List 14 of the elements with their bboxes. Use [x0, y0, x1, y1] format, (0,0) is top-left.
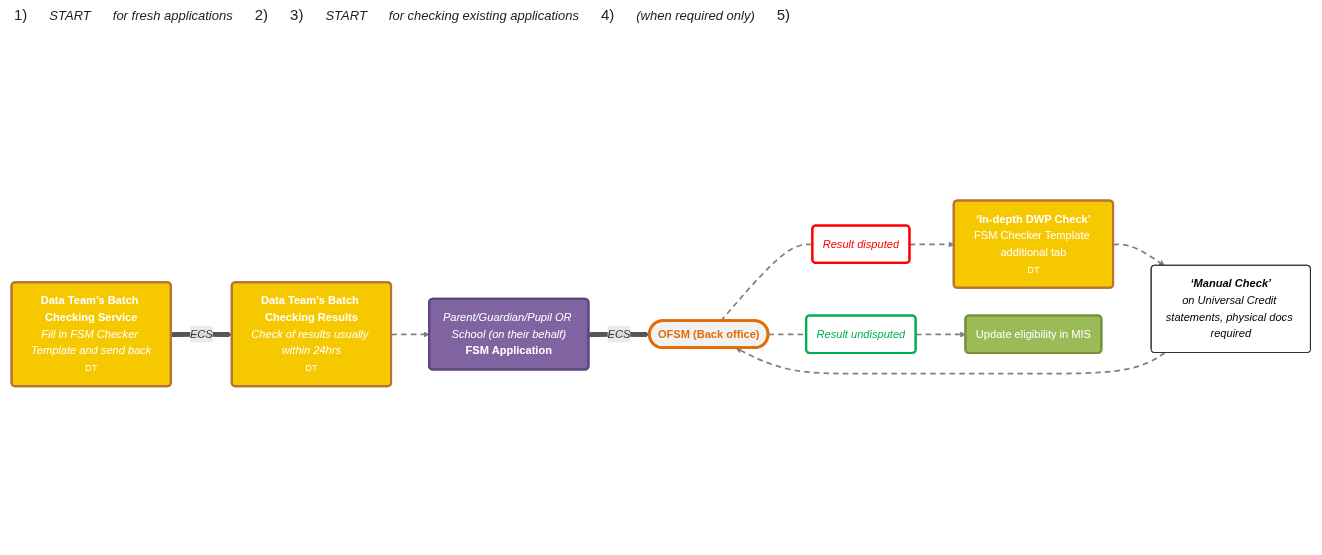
step-note: (when required only) — [636, 8, 755, 23]
step-number: 3) — [290, 6, 304, 23]
step-note: for fresh applications — [112, 8, 233, 23]
edge-label: ECS — [189, 328, 213, 340]
step-number: 2) — [254, 6, 269, 23]
step-number: 5) — [776, 6, 791, 23]
step-note: START — [325, 8, 367, 23]
arrow — [735, 347, 1166, 375]
step-note: START — [49, 8, 91, 23]
edge-label: ECS — [607, 328, 631, 340]
step-note: for checking existing applications — [388, 8, 579, 23]
arrow — [588, 331, 650, 338]
step-number: 4) — [600, 6, 615, 23]
step-number: 1) — [14, 6, 28, 23]
